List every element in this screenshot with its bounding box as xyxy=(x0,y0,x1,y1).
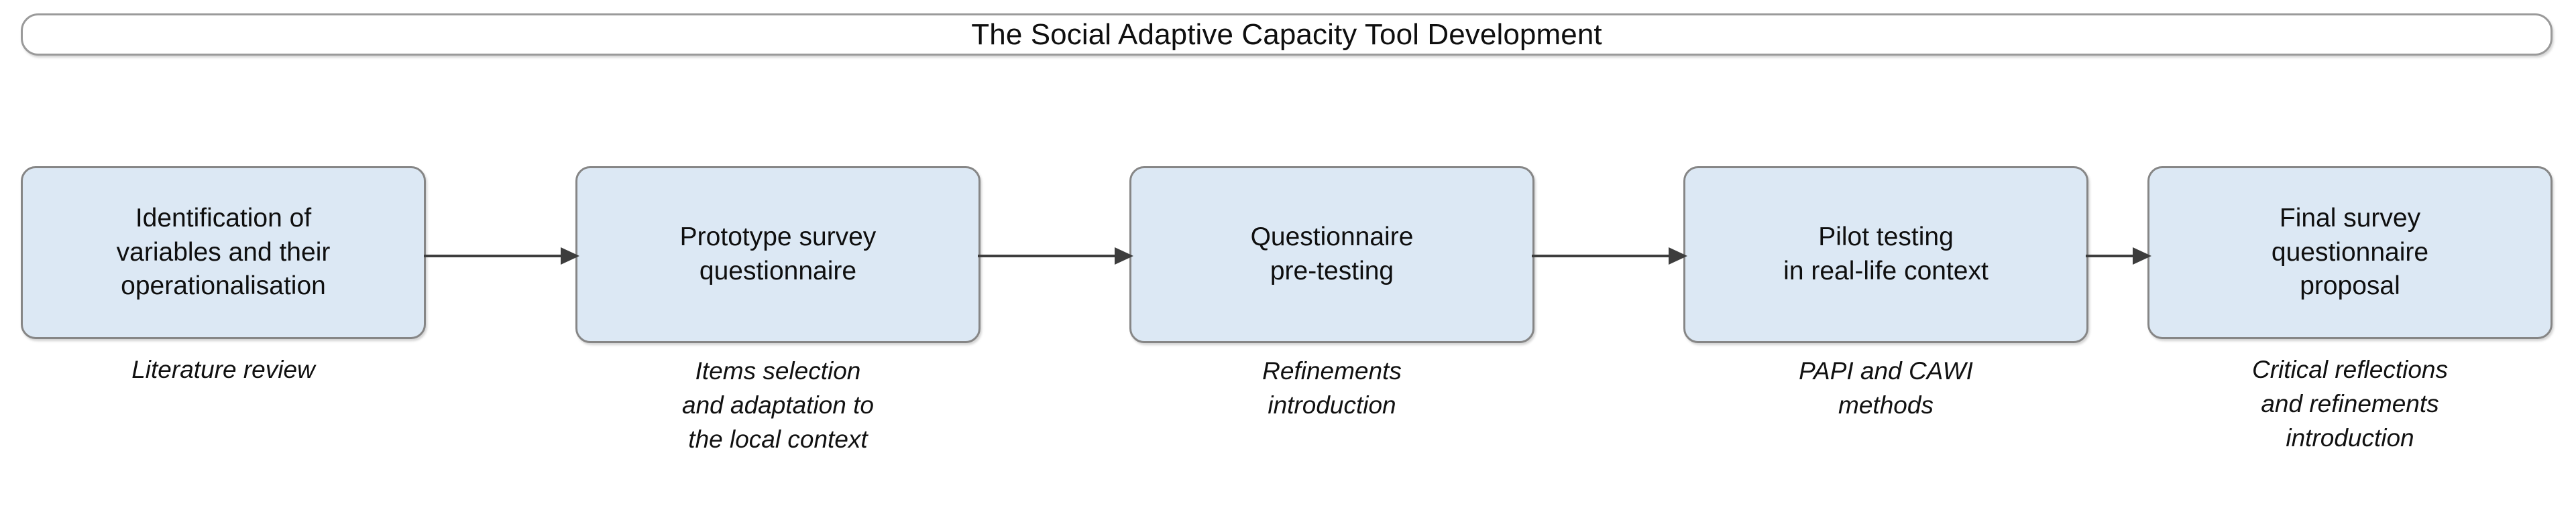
step-box-label-5: Final survey questionnaire proposal xyxy=(2271,203,2429,301)
process-step-2: Prototype survey questionnaire Items sel… xyxy=(575,166,981,456)
process-step-1: Identification of variables and their op… xyxy=(21,166,426,387)
step-box-identification[interactable]: Identification of variables and their op… xyxy=(21,166,426,339)
step-box-final-survey-proposal[interactable]: Final survey questionnaire proposal xyxy=(2147,166,2553,339)
step-caption-5: Critical reflections and refinements int… xyxy=(2252,356,2448,452)
step-box-label-1: Identification of variables and their op… xyxy=(116,203,331,301)
step-box-label-2: Prototype survey questionnaire xyxy=(679,222,877,285)
connector-arrow-2-to-3 xyxy=(978,245,1133,267)
step-box-questionnaire-pretesting[interactable]: Questionnaire pre-testing xyxy=(1129,166,1534,343)
step-caption-2: Items selection and adaptation to the lo… xyxy=(682,357,874,454)
step-box-pilot-testing[interactable]: Pilot testing in real-life context xyxy=(1683,166,2088,343)
step-caption-1: Literature review xyxy=(131,356,315,383)
connector-arrow-4-to-5 xyxy=(2086,245,2151,267)
diagram-title-banner: The Social Adaptive Capacity Tool Develo… xyxy=(21,13,2553,56)
process-step-5: Final survey questionnaire proposal Crit… xyxy=(2147,166,2553,455)
step-box-label-4: Pilot testing in real-life context xyxy=(1783,222,1989,285)
step-box-label-3: Questionnaire pre-testing xyxy=(1250,222,1414,285)
process-step-3: Questionnaire pre-testing Refinements in… xyxy=(1129,166,1534,422)
process-step-4: Pilot testing in real-life context PAPI … xyxy=(1683,166,2088,422)
step-caption-3: Refinements introduction xyxy=(1262,357,1402,419)
connector-arrow-1-to-2 xyxy=(424,245,579,267)
connector-arrow-3-to-4 xyxy=(1532,245,1687,267)
step-box-prototype-survey[interactable]: Prototype survey questionnaire xyxy=(575,166,981,343)
page-title: The Social Adaptive Capacity Tool Develo… xyxy=(971,17,1602,51)
step-caption-4: PAPI and CAWI methods xyxy=(1799,357,1973,419)
